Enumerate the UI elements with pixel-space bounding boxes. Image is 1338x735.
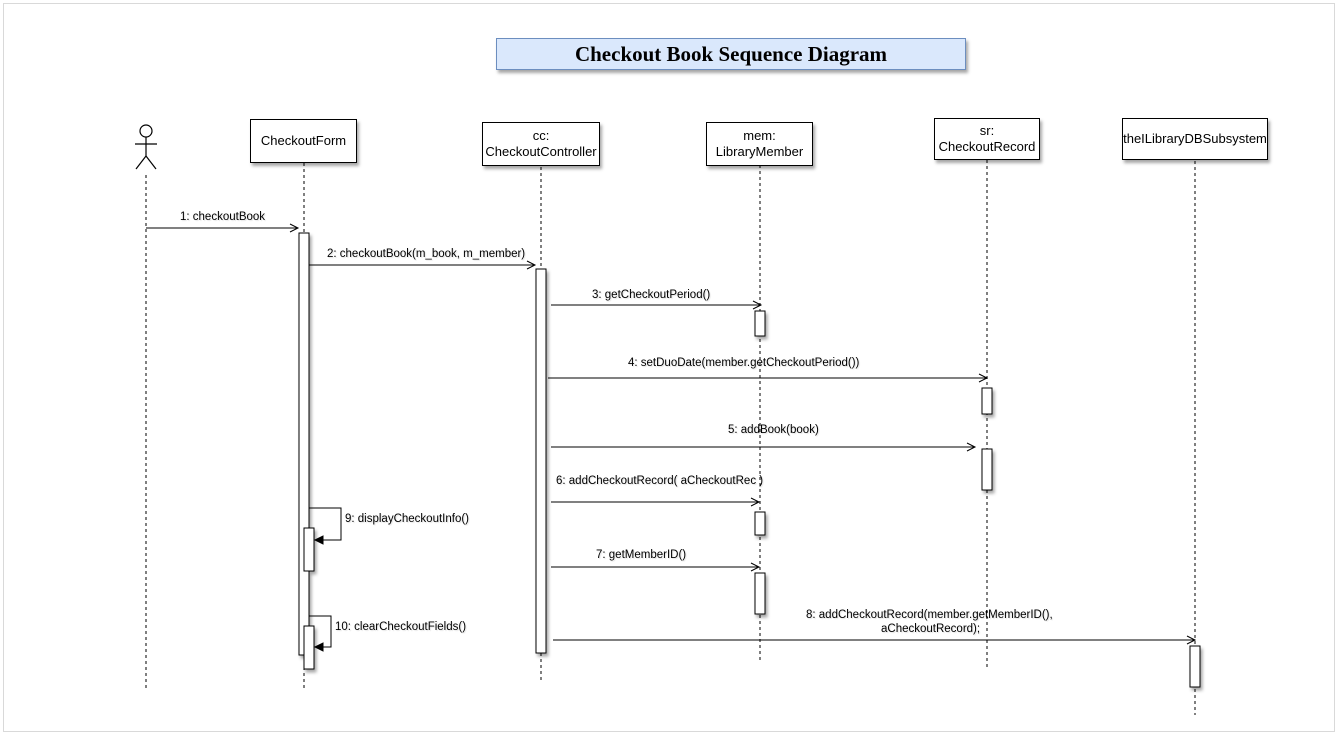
db-subsystem-activation <box>1189 645 1201 688</box>
message-6-label: 6: addCheckoutRecord( aCheckoutRec ) <box>556 475 764 487</box>
library-member-activation-3 <box>754 572 766 615</box>
message-2-arrow <box>309 260 537 270</box>
lifeline-instance-label: cc: <box>532 128 550 143</box>
message-9-arrowhead <box>313 535 324 545</box>
message-2-label: 2: checkoutBook(m_book, m_member) <box>327 248 526 260</box>
checkout-form-activation-display <box>303 527 315 572</box>
lifeline-checkout-controller: cc: CheckoutController <box>482 122 600 166</box>
message-4-label: 4: setDuoDate(member.getCheckoutPeriod()… <box>628 357 860 369</box>
message-9-label: 9: displayCheckoutInfo() <box>345 513 470 525</box>
message-8-arrow <box>553 635 1197 645</box>
message-6-arrow <box>551 497 761 507</box>
library-member-activation-2 <box>754 511 766 536</box>
lifeline-db-subsystem: theILibraryDBSubsystem <box>1122 118 1268 160</box>
diagram-canvas <box>3 3 1335 732</box>
message-8-label-line2: aCheckoutRecord); <box>881 623 981 635</box>
diagram-title: Checkout Book Sequence Diagram <box>496 38 966 70</box>
checkout-record-activation-2 <box>981 448 993 491</box>
lifeline-class-label: CheckoutRecord <box>938 139 1036 154</box>
message-7-arrow <box>551 562 761 572</box>
lifeline-instance-label: mem: <box>743 128 776 143</box>
message-8-label-line1: 8: addCheckoutRecord(member.getMemberID(… <box>806 609 1053 621</box>
message-5-arrow <box>551 442 977 452</box>
checkout-record-activation-1 <box>981 387 993 415</box>
actor-icon <box>135 124 157 170</box>
checkout-form-activation <box>298 232 310 656</box>
message-5-label: 5: addBook(book) <box>728 424 819 436</box>
message-4-arrow <box>548 373 989 383</box>
message-1-label: 1: checkoutBook <box>180 211 266 223</box>
lifeline-label: CheckoutForm <box>260 133 347 148</box>
lifeline-checkout-form: CheckoutForm <box>250 119 357 163</box>
lifeline-checkout-record: sr: CheckoutRecord <box>934 118 1040 160</box>
checkout-controller-activation <box>535 268 547 654</box>
library-member-activation-1 <box>754 310 766 337</box>
lifeline-class-label: LibraryMember <box>715 144 804 159</box>
message-9-self-arrow <box>309 507 342 541</box>
message-3-arrow <box>551 300 763 310</box>
message-7-label: 7: getMemberID() <box>596 549 687 561</box>
message-1-arrow <box>146 223 300 233</box>
message-10-arrowhead <box>313 642 324 652</box>
message-10-label: 10: clearCheckoutFields() <box>335 621 467 633</box>
lifeline-instance-label: sr: <box>979 123 995 138</box>
lifeline-label: theILibraryDBSubsystem <box>1123 131 1267 146</box>
message-3-label: 3: getCheckoutPeriod() <box>592 289 711 301</box>
lifeline-class-label: CheckoutController <box>485 144 597 159</box>
checkout-form-activation-clear <box>303 625 315 670</box>
lifeline-library-member: mem: LibraryMember <box>706 122 813 166</box>
